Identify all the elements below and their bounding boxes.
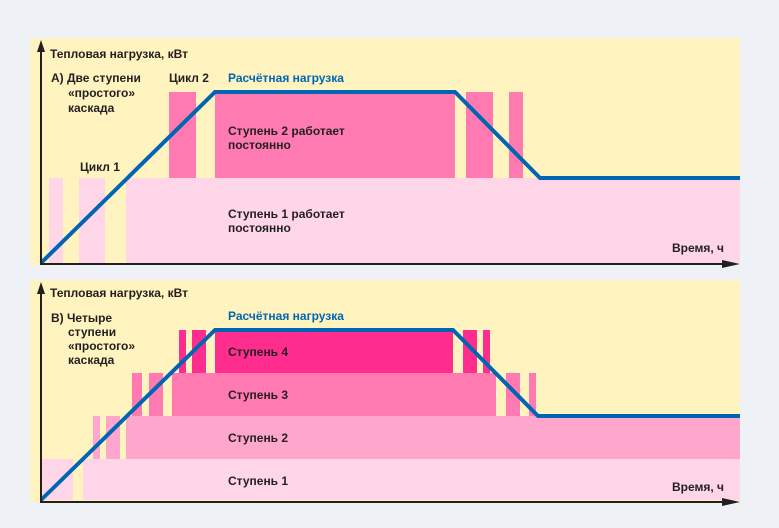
stage4-cycle-bar	[179, 330, 186, 373]
design-load-label: Расчётная нагрузка	[228, 309, 344, 323]
stage2-continuous	[215, 92, 455, 178]
stage3-cycle-bar	[132, 373, 142, 416]
x-axis-label: Время, ч	[672, 480, 724, 494]
stage3-cycle-bar	[506, 373, 520, 416]
stage2-label: постоянно	[228, 138, 291, 152]
panel-title-line: «простого»	[68, 339, 135, 353]
cycle1-label: Цикл 1	[80, 160, 120, 174]
panel-b-stage1	[41, 459, 740, 500]
stage2-label: Ступень 2 работает	[228, 124, 345, 138]
panel-title-line: В) Четыре	[51, 311, 112, 325]
stage1-label: постоянно	[228, 221, 291, 235]
stage2-cycle-bar	[93, 416, 100, 459]
panel-title-line: каскада	[68, 353, 115, 367]
y-axis-label: Тепловая нагрузка, кВт	[50, 47, 188, 61]
cycle2-label: Цикл 2	[169, 71, 209, 85]
stage3-continuous	[172, 373, 496, 416]
x-axis-arrow-icon	[722, 498, 740, 506]
stage2-continuous	[126, 416, 740, 459]
x-axis-arrow-icon	[722, 260, 740, 268]
stage2-label: Ступень 2	[228, 431, 288, 445]
y-axis-arrow-icon	[37, 40, 45, 52]
x-axis-label: Время, ч	[672, 241, 724, 255]
stage1-label: Ступень 1 работает	[228, 207, 345, 221]
panel-title-line: А) Две ступени	[51, 71, 141, 85]
stage4-label: Ступень 4	[228, 345, 288, 359]
stage4-cycle-bar	[463, 330, 477, 373]
design-load-line	[39, 328, 740, 502]
stage3-cycle-bar	[529, 373, 536, 416]
panel-title-line: «простого»	[68, 86, 135, 100]
panel-b-stage4	[179, 330, 490, 373]
stage1-label: Ступень 1	[228, 474, 288, 488]
stage1-continuous	[83, 459, 740, 500]
stage4-continuous	[215, 330, 453, 373]
panel-title-line: каскада	[68, 101, 115, 115]
stage1-continuous	[126, 178, 740, 263]
design-load-label: Расчётная нагрузка	[228, 71, 344, 85]
panel-b: Тепловая нагрузка, кВт Время, ч В) Четыр…	[30, 280, 740, 506]
stage4-cycle-bar	[483, 330, 490, 373]
y-axis-arrow-icon	[37, 282, 45, 294]
panel-title-line: ступени	[68, 325, 116, 339]
panel-a: Тепловая нагрузка, кВт Время, ч А) Две с…	[30, 38, 740, 268]
panel-b-stage2	[93, 416, 740, 459]
design-load-line	[39, 90, 740, 265]
stage2-cycle-bar	[509, 92, 523, 178]
stage3-label: Ступень 3	[228, 388, 288, 402]
stage1-cycle-bar	[49, 178, 63, 263]
panel-a-stage1	[49, 178, 740, 263]
y-axis-label: Тепловая нагрузка, кВт	[50, 286, 188, 300]
panel-b-stage3	[132, 373, 536, 416]
